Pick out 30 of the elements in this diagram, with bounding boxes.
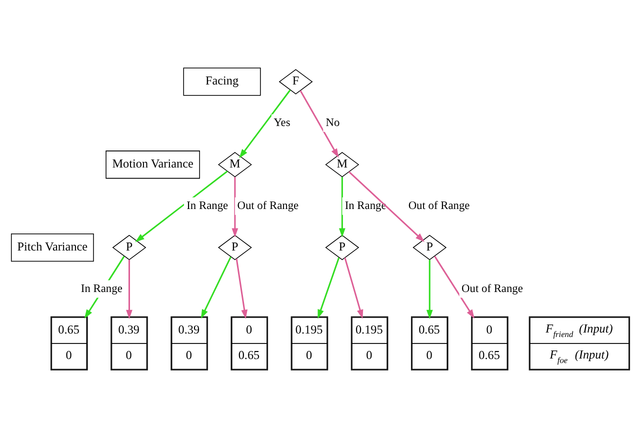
edge-label: In Range [186, 200, 228, 212]
edge-label: No [326, 117, 340, 130]
edge-label: Yes [274, 117, 290, 130]
node-box: Pitch Variance [10, 233, 94, 262]
node-diamond: P [325, 234, 360, 260]
edge-label: In Range [80, 283, 122, 296]
edge-label: Out of Range [237, 200, 299, 212]
arrow [426, 260, 433, 319]
arrow [300, 90, 339, 158]
arrow [232, 177, 238, 238]
arrow [318, 257, 340, 319]
arrow [236, 258, 248, 319]
arrow [434, 256, 474, 319]
arrow [126, 260, 132, 319]
node-diamond: M [325, 152, 360, 178]
arrow [338, 177, 346, 238]
arrow [348, 171, 424, 242]
arrow [344, 257, 364, 319]
arrow [200, 256, 232, 319]
node-box: Motion Variance [106, 150, 200, 179]
node-diamond: P [218, 234, 252, 260]
arrow [135, 170, 228, 242]
node-diamond: P [412, 234, 447, 260]
node-box: Facing [183, 68, 261, 96]
arrow [239, 90, 291, 158]
edge-label: Out of Range [462, 283, 523, 296]
edge-label: In Range [344, 200, 386, 212]
node-diamond: F [278, 69, 313, 94]
edge-label: Out of Range [408, 200, 470, 212]
node-diamond: M [218, 152, 252, 178]
